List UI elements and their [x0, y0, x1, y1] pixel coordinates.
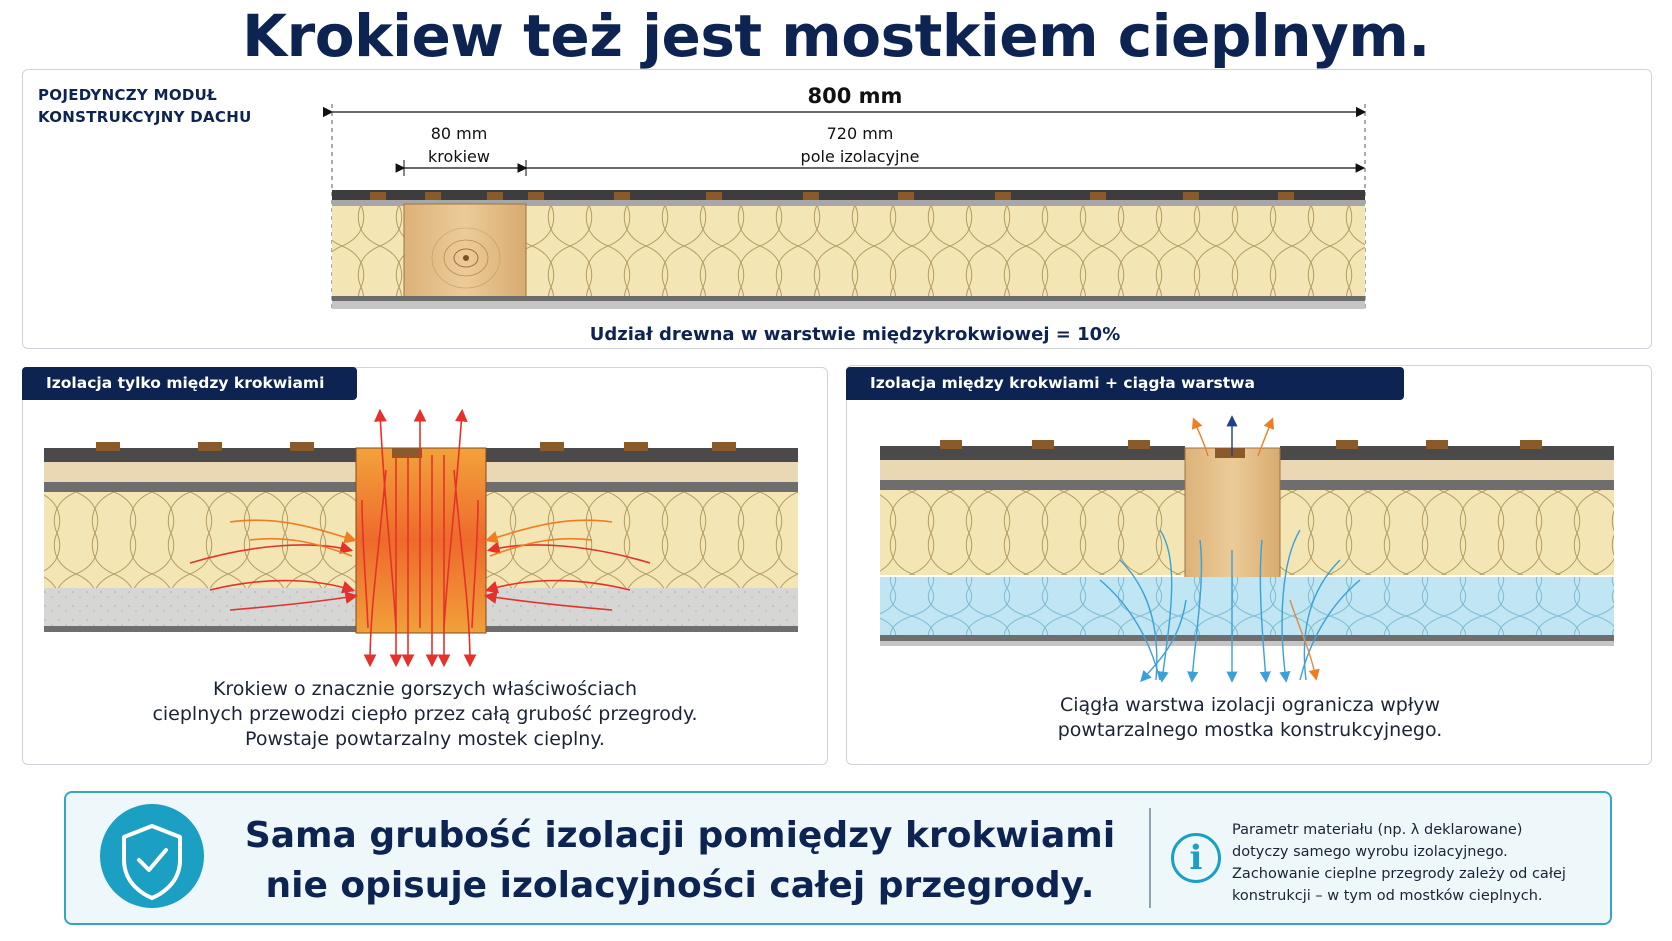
left-caption-line-3: Powstaje powtarzalny mostek cieplny.	[245, 728, 605, 750]
summary-line-1: Sama grubość izolacji pomiędzy krokwiami	[244, 815, 1116, 856]
right-caption-line-1: Ciągła warstwa izolacji ogranicza wpływ	[1059, 694, 1441, 716]
right-caption: Ciągła warstwa izolacji ogranicza wpływ …	[900, 693, 1600, 743]
rafter-dimension-name: krokiew	[428, 147, 490, 166]
note-line-1: Parametr materiału (np. λ deklarowane)	[1232, 822, 1523, 838]
wood-share-label: Udział drewna w warstwie międzykrokwiowe…	[589, 324, 1121, 345]
field-dimension-value: 720 mm	[826, 124, 894, 143]
module-label-line-1: POJEDYNCZY MODUŁ	[38, 86, 218, 104]
rafter-dimension-label: 80 mm krokiew	[400, 122, 518, 168]
page-title: Krokiew też jest mostkiem cieplnym.	[242, 2, 1430, 70]
note-line-3: Zachowanie cieplne przegrody zależy od c…	[1232, 866, 1566, 882]
left-heat-flow-arrows	[189, 408, 651, 668]
right-heat-flow-arrows	[1099, 415, 1361, 683]
material-note: Parametr materiału (np. λ deklarowane) d…	[1232, 819, 1602, 907]
right-roof-section	[880, 440, 1614, 646]
module-label-line-2: KONSTRUKCYJNY DACHU	[38, 108, 252, 126]
left-section-tab: Izolacja tylko między krokwiami	[22, 367, 357, 400]
rafter-dimension-value: 80 mm	[430, 124, 488, 143]
info-icon: i	[1171, 833, 1221, 883]
left-caption-line-1: Krokiew o znacznie gorszych właściwościa…	[212, 678, 638, 700]
left-roof-section	[44, 442, 798, 634]
module-label: POJEDYNCZY MODUŁ KONSTRUKCYJNY DACHU	[38, 84, 252, 128]
right-section-tab: Izolacja między krokwiami + ciągła warst…	[846, 367, 1404, 425]
note-line-4: konstrukcji – w tym od mostków cieplnych…	[1232, 888, 1543, 904]
top-roof-section	[332, 190, 1365, 309]
left-caption: Krokiew o znacznie gorszych właściwościa…	[40, 677, 810, 752]
field-dimension-label: 720 mm pole izolacyjne	[780, 122, 940, 168]
left-caption-line-2: cieplnych przewodzi ciepło przez całą gr…	[152, 703, 698, 725]
total-dimension-label: 800 mm	[807, 84, 903, 108]
summary-text: Sama grubość izolacji pomiędzy krokwiami…	[230, 811, 1130, 911]
right-caption-line-2: powtarzalnego mostka konstrukcyjnego.	[1057, 719, 1443, 741]
shield-badge	[100, 804, 204, 908]
summary-line-2: nie opisuje izolacyjności całej przegrod…	[265, 865, 1095, 906]
summary-divider	[1149, 808, 1151, 908]
summary-box	[64, 791, 1612, 925]
note-line-2: dotyczy samego wyrobu izolacyjnego.	[1232, 844, 1508, 860]
field-dimension-name: pole izolacyjne	[800, 147, 920, 166]
